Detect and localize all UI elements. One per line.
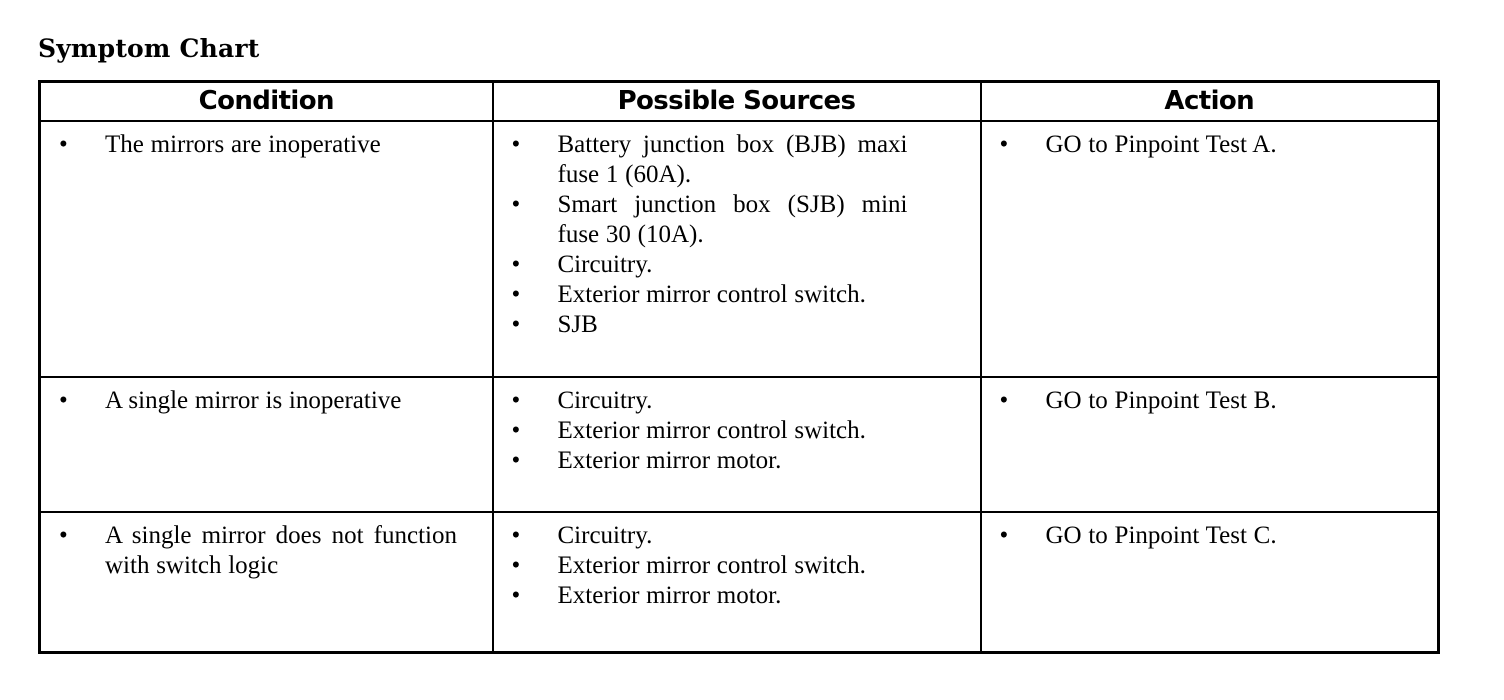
list-item-text: Battery junction box (BJB) maxi fuse 1 (… <box>557 131 908 188</box>
cell-condition: • A single mirror is inoperative <box>38 376 494 513</box>
list-item-text: Circuitry. <box>557 251 653 278</box>
symptom-chart-table: Condition Possible Sources Action • The … <box>38 80 1440 654</box>
cell-condition: • The mirrors are inoperative <box>38 120 494 378</box>
condition-list: • A single mirror is inoperative <box>47 386 486 416</box>
list-item-text: GO to Pinpoint Test B. <box>1045 387 1277 414</box>
bullet-icon: • <box>999 131 1009 158</box>
action-list: • GO to Pinpoint Test C. <box>988 521 1432 551</box>
cell-possible-sources: • Circuitry. • Exterior mirror control s… <box>491 376 982 513</box>
list-item: • Circuitry. <box>500 250 974 280</box>
list-item: • GO to Pinpoint Test A. <box>988 130 1432 160</box>
list-item: • Exterior mirror control switch. <box>500 551 974 581</box>
list-item: • Circuitry. <box>500 521 974 551</box>
list-item-text: GO to Pinpoint Test A. <box>1045 131 1277 158</box>
bullet-icon: • <box>511 311 521 338</box>
bullet-icon: • <box>511 191 521 218</box>
list-item-text: The mirrors are inoperative <box>105 131 381 158</box>
list-item-text: SJB <box>557 311 598 338</box>
table-row: • The mirrors are inoperative • Battery … <box>38 120 1440 378</box>
list-item: • Exterior mirror control switch. <box>500 416 974 446</box>
bullet-icon: • <box>511 251 521 278</box>
list-item-text: A single mirror does not function with s… <box>105 522 457 579</box>
bullet-icon: • <box>511 417 521 444</box>
bullet-icon: • <box>511 582 521 609</box>
cell-action: • GO to Pinpoint Test A. <box>979 120 1440 378</box>
column-header-possible-sources: Possible Sources <box>491 80 982 122</box>
list-item-text: Exterior mirror motor. <box>557 447 782 474</box>
list-item: • A single mirror is inoperative <box>47 386 486 416</box>
list-item: • Exterior mirror motor. <box>500 581 974 611</box>
list-item-text: GO to Pinpoint Test C. <box>1045 522 1277 549</box>
sources-list: • Circuitry. • Exterior mirror control s… <box>500 386 974 476</box>
list-item: • Smart junction box (SJB) mini fuse 30 … <box>500 190 974 250</box>
cell-possible-sources: • Battery junction box (BJB) maxi fuse 1… <box>491 120 982 378</box>
bullet-icon: • <box>511 447 521 474</box>
bullet-icon: • <box>511 131 521 158</box>
sources-list: • Circuitry. • Exterior mirror control s… <box>500 521 974 611</box>
column-header-condition: Condition <box>38 80 494 122</box>
bullet-icon: • <box>511 552 521 579</box>
bullet-icon: • <box>59 387 68 414</box>
condition-list: • A single mirror does not function with… <box>47 521 486 581</box>
bullet-icon: • <box>999 522 1009 549</box>
cell-action: • GO to Pinpoint Test C. <box>979 511 1440 654</box>
bullet-icon: • <box>511 522 521 549</box>
table-header: Condition Possible Sources Action <box>38 80 1440 122</box>
list-item-text: Exterior mirror control switch. <box>557 281 866 308</box>
action-list: • GO to Pinpoint Test B. <box>988 386 1432 416</box>
table-row: • A single mirror is inoperative • Circu… <box>38 376 1440 513</box>
table-header-row: Condition Possible Sources Action <box>38 80 1440 122</box>
bullet-icon: • <box>999 387 1009 414</box>
list-item-text: Circuitry. <box>557 387 653 414</box>
list-item: • GO to Pinpoint Test C. <box>988 521 1432 551</box>
bullet-icon: • <box>59 522 68 549</box>
bullet-icon: • <box>511 387 521 414</box>
list-item-text: Circuitry. <box>557 522 653 549</box>
condition-list: • The mirrors are inoperative <box>47 130 486 160</box>
list-item: • Exterior mirror motor. <box>500 446 974 476</box>
list-item: • Circuitry. <box>500 386 974 416</box>
action-list: • GO to Pinpoint Test A. <box>988 130 1432 160</box>
cell-condition: • A single mirror does not function with… <box>38 511 494 654</box>
sources-list: • Battery junction box (BJB) maxi fuse 1… <box>500 130 974 340</box>
list-item-text: Exterior mirror control switch. <box>557 417 866 444</box>
list-item-text: Smart junction box (SJB) mini fuse 30 (1… <box>557 191 908 248</box>
cell-action: • GO to Pinpoint Test B. <box>979 376 1440 513</box>
list-item: • The mirrors are inoperative <box>47 130 486 160</box>
list-item: • Battery junction box (BJB) maxi fuse 1… <box>500 130 974 190</box>
list-item: • Exterior mirror control switch. <box>500 280 974 310</box>
bullet-icon: • <box>59 131 68 158</box>
list-item: • A single mirror does not function with… <box>47 521 486 581</box>
column-header-action: Action <box>979 80 1440 122</box>
table-body: • The mirrors are inoperative • Battery … <box>38 120 1440 654</box>
table-row: • A single mirror does not function with… <box>38 511 1440 654</box>
list-item-text: Exterior mirror motor. <box>557 582 782 609</box>
list-item-text: Exterior mirror control switch. <box>557 552 866 579</box>
list-item-text: A single mirror is inoperative <box>105 387 402 414</box>
page-title: Symptom Chart <box>38 34 260 63</box>
list-item: • SJB <box>500 310 974 340</box>
list-item: • GO to Pinpoint Test B. <box>988 386 1432 416</box>
bullet-icon: • <box>511 281 521 308</box>
cell-possible-sources: • Circuitry. • Exterior mirror control s… <box>491 511 982 654</box>
